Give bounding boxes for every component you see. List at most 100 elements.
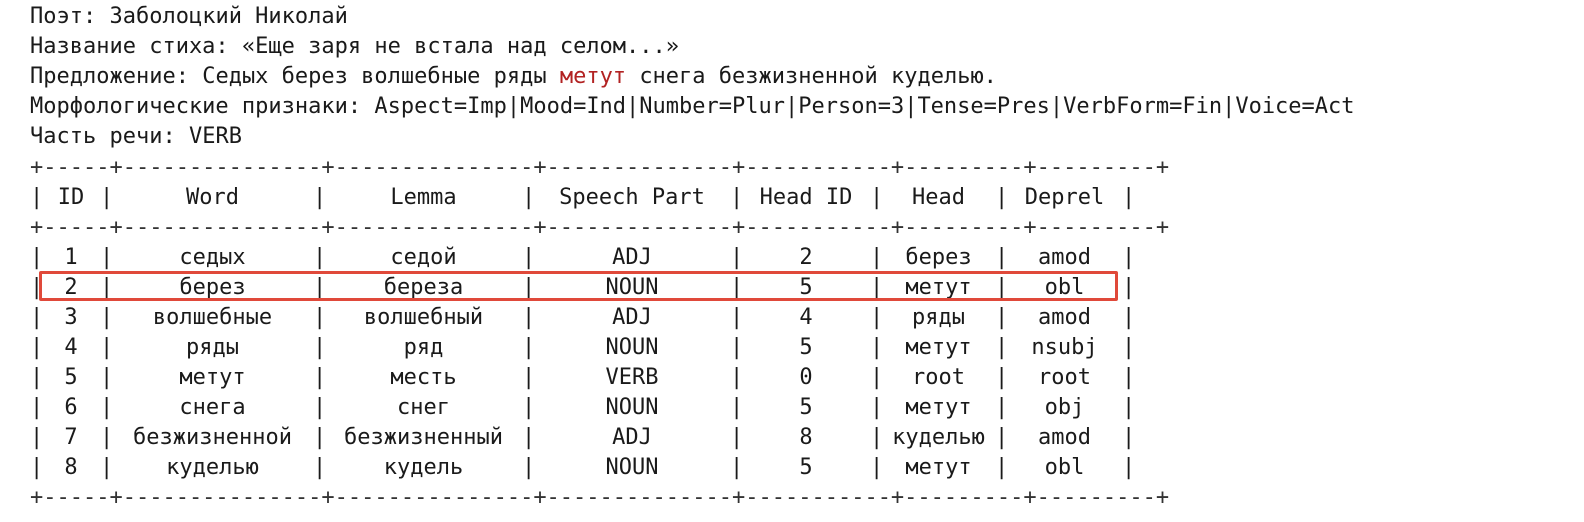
morph-value: Aspect=Imp|Mood=Ind|Number=Plur|Person=3… [374, 94, 1355, 119]
column-separator: | [870, 245, 884, 270]
table-cell: 2 [64, 275, 78, 300]
sentence-before: Седых берез волшебные ряды [202, 64, 547, 89]
column-separator: | [730, 395, 744, 420]
column-separator: | [870, 305, 884, 330]
table-cell: ID [57, 185, 85, 210]
column-separator: | [522, 185, 536, 210]
column-separator: | [30, 425, 44, 450]
table-cell: Word [186, 185, 239, 210]
column-separator: | [522, 455, 536, 480]
pos-label: Часть речи: [30, 124, 176, 149]
table-cell: ADJ [612, 425, 652, 450]
pos-value: VERB [188, 124, 242, 149]
column-separator: | [522, 335, 536, 360]
table-cell: кудель [383, 455, 464, 480]
table-cell: метут [905, 335, 972, 360]
column-separator: | [730, 365, 744, 390]
column-separator: | [995, 395, 1009, 420]
poem-title-label: Название стиха: [30, 34, 229, 59]
column-separator: | [995, 455, 1009, 480]
table-cell: метут [179, 365, 246, 390]
column-separator: | [730, 305, 744, 330]
table-cell: amod [1038, 305, 1091, 330]
table-cell: метут [905, 395, 972, 420]
table-cell: снега [179, 395, 246, 420]
column-separator: | [100, 305, 114, 330]
table-cell: 8 [799, 425, 813, 450]
column-separator: | [313, 455, 327, 480]
table-cell: amod [1038, 425, 1091, 450]
table-cell: NOUN [605, 455, 659, 480]
column-separator: | [995, 335, 1009, 360]
table-cell: 4 [799, 305, 813, 330]
table-cell: берез [179, 275, 246, 300]
table-cell: седых [179, 245, 246, 270]
table-cell: 5 [64, 365, 78, 390]
column-separator: | [522, 275, 536, 300]
column-separator: | [1122, 395, 1136, 420]
table-cell: снег [397, 395, 450, 420]
poem-title-line: Название стиха: «Еще заря не встала над … [30, 32, 679, 62]
table-cell: obj [1044, 395, 1085, 420]
column-separator: | [730, 335, 744, 360]
table-cell: 5 [799, 335, 813, 360]
column-separator: | [995, 185, 1009, 210]
table-cell: метут [905, 275, 972, 300]
table-cell: седой [390, 245, 457, 270]
column-separator: | [313, 365, 327, 390]
table-header-border: +-----+---------------+---------------+-… [30, 215, 1170, 240]
morph-line: Морфологические признаки: Aspect=Imp|Moo… [30, 92, 1355, 122]
table-cell: куделью [166, 455, 259, 480]
poet-label: Поэт: [30, 4, 97, 29]
table-cell: VERB [605, 365, 659, 390]
table-cell: ряд [403, 335, 444, 360]
column-separator: | [870, 185, 884, 210]
column-separator: | [100, 245, 114, 270]
column-separator: | [100, 365, 114, 390]
table-cell: obl [1044, 455, 1085, 480]
column-separator: | [100, 185, 114, 210]
column-separator: | [1122, 305, 1136, 330]
column-separator: | [30, 305, 44, 330]
sentence-line: Предложение: Седых берез волшебные ряды … [30, 62, 997, 92]
column-separator: | [995, 245, 1009, 270]
table-cell: NOUN [605, 335, 659, 360]
table-cell: 5 [799, 275, 813, 300]
table-cell: волшебный [363, 305, 484, 330]
column-separator: | [522, 305, 536, 330]
column-separator: | [1122, 335, 1136, 360]
column-separator: | [995, 425, 1009, 450]
column-separator: | [1122, 245, 1136, 270]
table-cell: 1 [64, 245, 78, 270]
column-separator: | [30, 395, 44, 420]
table-cell: месть [390, 365, 457, 390]
table-cell: root [912, 365, 965, 390]
table-cell: NOUN [605, 275, 659, 300]
column-separator: | [870, 425, 884, 450]
table-cell: 5 [799, 455, 813, 480]
column-separator: | [730, 185, 744, 210]
column-separator: | [522, 365, 536, 390]
column-separator: | [100, 425, 114, 450]
column-separator: | [870, 275, 884, 300]
column-separator: | [30, 455, 44, 480]
column-separator: | [522, 245, 536, 270]
table-cell: Speech Part [559, 185, 705, 210]
column-separator: | [30, 185, 44, 210]
table-cell: NOUN [605, 395, 659, 420]
column-separator: | [1122, 365, 1136, 390]
column-separator: | [30, 365, 44, 390]
column-separator: | [313, 395, 327, 420]
column-separator: | [995, 305, 1009, 330]
table-cell: берез [905, 245, 972, 270]
table-bottom-border: +-----+---------------+---------------+-… [30, 485, 1170, 510]
poet-value: Заболоцкий Николай [109, 4, 348, 29]
table-cell: Head ID [759, 185, 853, 210]
